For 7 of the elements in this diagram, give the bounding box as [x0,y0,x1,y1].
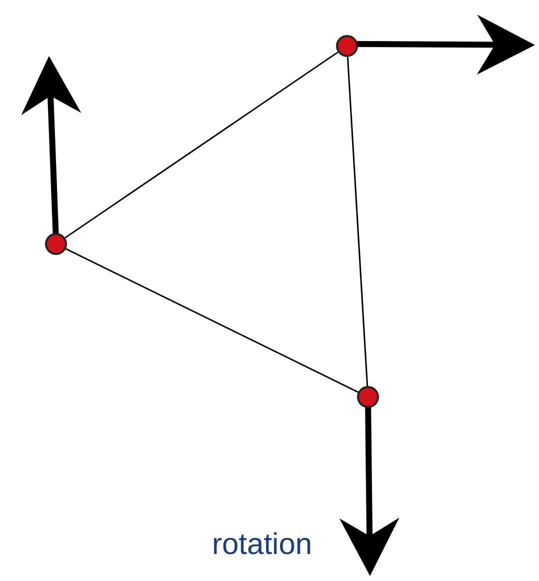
joint-dot [336,35,358,57]
connector-line [346,56,368,386]
joint-dot [45,233,67,255]
connector-line [66,248,358,393]
joint-dot [357,386,379,408]
caption-text: rotation [212,528,312,562]
connector-line [64,52,338,238]
